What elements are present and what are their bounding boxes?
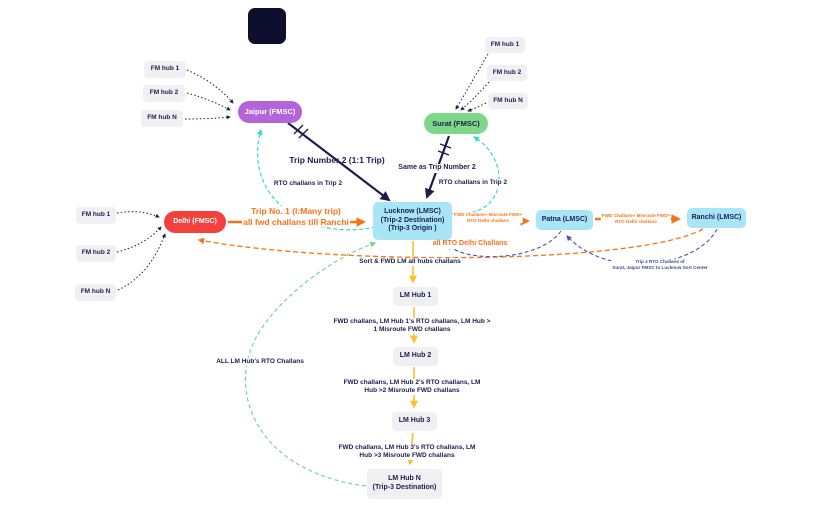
fm-hub-delhi-1[interactable]: FM hub 1 [76,207,116,224]
label-line: RTO Delhi challans [615,218,657,224]
edge-fmhub2-surat [460,81,490,111]
label-line: FWD Challans+ Misroute FWD+ [601,213,671,218]
label-same-as-trip-2: Same as Trip Number 2 [397,164,477,173]
label-line: Trip No. 1 (I:Many trip) [251,206,341,216]
edge-ranchi-delhi-rto [197,228,704,259]
fm-hub-label: FM hub 2 [149,89,179,97]
fm-hub-label: FM hub 1 [81,211,111,219]
fm-hub-surat-2[interactable]: FM hub 2 [487,65,527,81]
fm-hub-label: FM hub 2 [81,249,111,257]
fm-hub-label: FM hub N [493,96,523,104]
node-label: LM Hub 1 [399,292,432,300]
edge-fmhubN-jaipur [184,115,231,120]
label-rto-trip2-jaipur: RTO challans in Trip 2 [272,180,344,189]
node-lm-hub-3[interactable]: LM Hub 3 [392,412,437,431]
node-lucknow-lmsc[interactable]: Lucknow (LMSC) (Trip-2 Destination) (Tri… [373,202,452,240]
node-jaipur-fmsc[interactable]: Jaipur (FMSC) [238,101,302,123]
label-lucknow-patna: FWD Challans+ Misroute FWD+ RTO Delhi ch… [452,212,524,224]
label-all-lm-rto: ALL LM Hub's RTO Challans [215,358,305,367]
edge-lmhubN-lucknow-rto [244,241,377,487]
edge-jaipur-lucknow [287,122,391,202]
label-line: all fwd challans till Ranchi [243,216,349,227]
edge-lucknow-surat-rto [451,136,500,215]
node-ranchi-lmsc[interactable]: Ranchi (LMSC) [687,208,746,228]
node-patna-lmsc[interactable]: Patna (LMSC) [536,210,593,230]
node-label: Lucknow (LMSC) [384,207,441,215]
fm-hub-label: FM hub 1 [150,65,180,73]
label-sort-fwd: Sort & FWD LM all hubs challans [358,258,462,267]
fm-hub-label: FM hub 1 [490,40,520,48]
edge-fmhub1-delhi [116,211,160,218]
label-trip-number-2: Trip Number 2 (1:1 Trip) [289,155,385,165]
edge-fmhub2-jaipur [186,92,231,111]
fm-hub-label: FM hub N [80,288,111,296]
label-line: FWD Challans+ Misroute FWD+ [453,212,523,217]
edge-patna-lucknow-rto [447,230,562,258]
node-label: Patna (LMSC) [541,215,588,223]
node-label: LM Hub 2 [399,352,432,360]
label-all-rto-delhi: all RTO Delhi Challans [431,240,509,249]
node-lm-hub-n[interactable]: LM Hub N (Trip-3 Destination) [367,469,442,499]
label-line: Surat, Jaipur FMSC to Lucknow Sort Cente… [612,264,708,270]
node-label: Delhi (FMSC) [173,217,217,225]
fm-hub-surat-n[interactable]: FM hub N [488,93,528,109]
node-label: Jaipur (FMSC) [244,107,296,117]
fm-hub-jaipur-n[interactable]: FM hub N [141,110,183,127]
node-label: Surat (FMSC) [432,118,480,128]
label-trip-1: Trip No. 1 (I:Many trip) all fwd challan… [242,206,350,228]
node-sublabel: (Trip-2 Destination) [380,216,445,224]
label-trip-4-rto: Trip 4 RTO Challans of Surat, Jaipur FMS… [611,259,709,271]
edge-fmhub1-surat [455,53,489,110]
label-rto-trip2-surat: RTO challans in Trip 2 [437,179,509,188]
node-sublabel: (Trip-3 Origin ) [388,225,437,233]
label-lm-hub-1-out: FWD challans, LM Hub 1's RTO challans, L… [332,318,492,335]
edge-fmhub2-delhi [116,226,162,253]
label-patna-ranchi: FWD Challans+ Misroute FWD+ RTO Delhi ch… [600,213,672,225]
logo-block [248,8,286,44]
edge-fmhubN-surat [467,102,487,112]
edge-fmhubN-delhi [117,233,166,291]
fm-hub-jaipur-2[interactable]: FM hub 2 [143,85,185,102]
fm-hub-surat-1[interactable]: FM hub 1 [485,37,525,53]
label-lm-hub-3-out: FWD challans, LM Hub 3's RTO challans, L… [335,444,479,461]
label-line: Trip 4 RTO Challans of [635,259,685,264]
node-surat-fmsc[interactable]: Surat (FMSC) [424,113,488,134]
fm-hub-delhi-n[interactable]: FM hub N [75,284,116,301]
label-line: RTO Delhi challans [467,217,509,223]
label-lm-hub-2-out: FWD challans, LM Hub 2's RTO challans, L… [340,379,484,396]
tick-jaipur-line [293,124,309,139]
node-lm-hub-1[interactable]: LM Hub 1 [393,287,438,306]
node-label: LM Hub N [388,475,421,483]
fm-hub-delhi-2[interactable]: FM hub 2 [76,245,116,262]
fm-hub-jaipur-1[interactable]: FM hub 1 [144,61,186,78]
fm-hub-label: FM hub N [147,114,177,122]
node-lm-hub-2[interactable]: LM Hub 2 [393,347,438,366]
tick-surat-line [437,143,452,156]
fm-hub-label: FM hub 2 [492,68,522,76]
node-label: Ranchi (LMSC) [691,213,742,221]
node-label: LM Hub 3 [398,417,431,425]
node-delhi-fmsc[interactable]: Delhi (FMSC) [164,211,226,233]
edge-fmhub1-jaipur [186,69,234,104]
node-sublabel: (Trip-3 Destination) [372,484,437,491]
